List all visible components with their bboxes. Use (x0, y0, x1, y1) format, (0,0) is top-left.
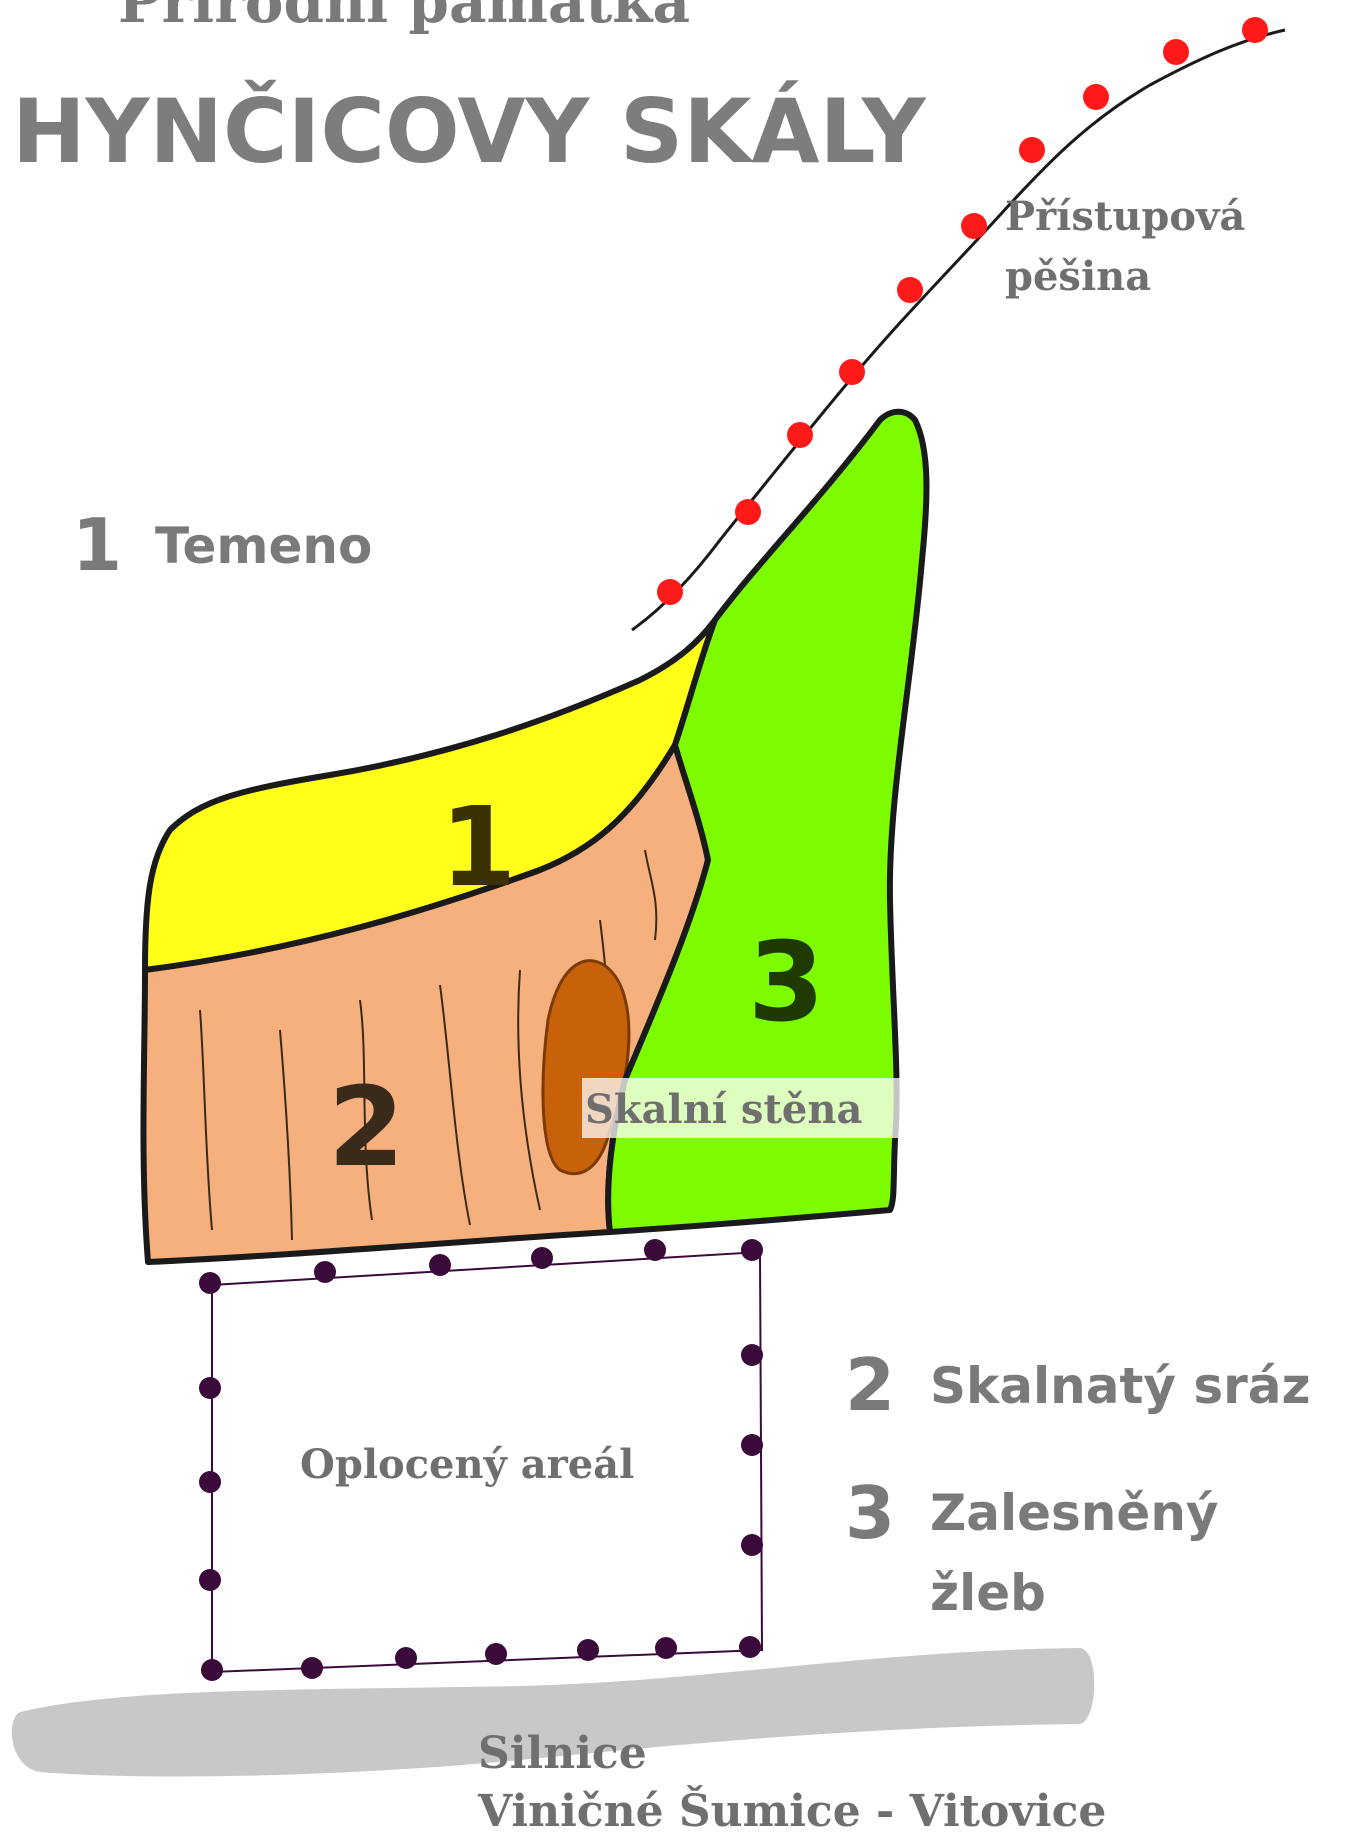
fenced-area-label: Oplocený areál (300, 1441, 634, 1488)
purple-dot-icon (199, 1377, 221, 1399)
purple-dot-icon (741, 1239, 763, 1261)
purple-dot-icon (577, 1639, 599, 1661)
rock-wall-label-box (582, 1078, 900, 1138)
area-zalesneny-zleb (605, 408, 930, 1235)
road-label-line1: Silnice (478, 1728, 647, 1779)
red-dot-icon (961, 213, 987, 239)
legend-label-1: Temeno (155, 517, 372, 575)
rock-texture (199, 849, 658, 1241)
red-dot-icon (1242, 17, 1268, 43)
legend-number-2: 2 (845, 1343, 895, 1427)
red-dot-icon (657, 579, 683, 605)
purple-dot-icon (314, 1261, 336, 1283)
legend-label-3-line2: žleb (930, 1564, 1046, 1622)
purple-dot-icon (301, 1657, 323, 1679)
red-dot-icon (1163, 39, 1189, 65)
purple-dot-icon (395, 1647, 417, 1669)
path-label-line2: pěšina (1005, 253, 1151, 300)
title-line1: Přírodní památka (118, 0, 690, 36)
purple-dot-icon (199, 1471, 221, 1493)
purple-dot-icon (201, 1659, 223, 1681)
purple-dot-icon (739, 1636, 761, 1658)
fence-line (211, 1250, 764, 1674)
access-path-line (631, 28, 1286, 632)
title-line2: HYNČICOVY SKÁLY (12, 80, 927, 183)
purple-dot-icon (741, 1534, 763, 1556)
purple-dot-icon (199, 1569, 221, 1591)
purple-dot-icon (531, 1247, 553, 1269)
purple-dot-icon (485, 1643, 507, 1665)
purple-dot-icon (199, 1272, 221, 1294)
road (11, 1648, 1095, 1777)
area-number-1: 1 (440, 783, 517, 911)
red-dot-icon (735, 499, 761, 525)
purple-dot-icon (644, 1239, 666, 1261)
purple-dot-icon (655, 1637, 677, 1659)
red-dot-icon (1083, 84, 1109, 110)
red-dot-icon (787, 422, 813, 448)
rock-wall-label: Skalní stěna (585, 1086, 862, 1133)
legend-label-3-line1: Zalesněný (930, 1484, 1219, 1542)
legend-label-2: Skalnatý sráz (930, 1357, 1311, 1415)
fence-dots (199, 1239, 763, 1681)
red-dot-icon (839, 359, 865, 385)
purple-dot-icon (429, 1254, 451, 1276)
area-number-3: 3 (748, 918, 825, 1046)
area-number-2: 2 (328, 1063, 405, 1191)
red-dot-icon (897, 277, 923, 303)
purple-dot-icon (741, 1344, 763, 1366)
legend-number-3: 3 (845, 1471, 895, 1555)
red-dot-icon (1019, 137, 1045, 163)
legend-number-1: 1 (72, 503, 122, 587)
path-dots (657, 17, 1268, 605)
path-label-line1: Přístupová (1005, 193, 1245, 240)
road-label-line2: Viničné Šumice - Vitovice (477, 1784, 1106, 1834)
purple-dot-icon (741, 1434, 763, 1456)
